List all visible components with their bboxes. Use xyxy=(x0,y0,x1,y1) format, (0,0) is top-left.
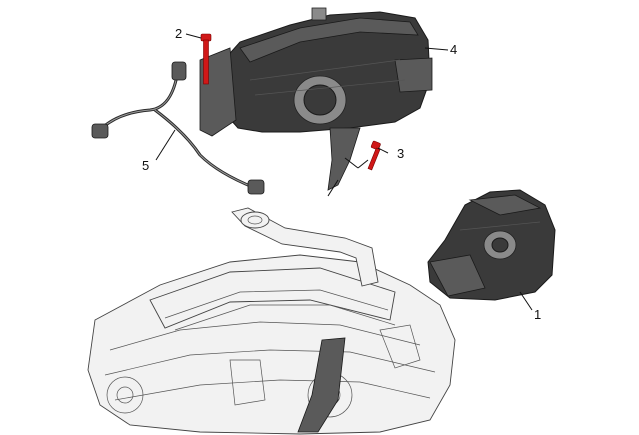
bolt-part-3 xyxy=(367,140,381,171)
callout-2: 2 xyxy=(175,26,182,41)
hose-assembly-part-5 xyxy=(91,61,265,195)
engine-assembly xyxy=(87,207,456,435)
leader-lines xyxy=(155,33,533,311)
housing-part-1 xyxy=(427,189,556,301)
callout-4: 4 xyxy=(450,42,457,57)
intake-manifold-part-4 xyxy=(199,7,433,191)
callout-1: 1 xyxy=(534,307,541,322)
callout-3: 3 xyxy=(397,146,404,161)
callout-5: 5 xyxy=(142,158,149,173)
